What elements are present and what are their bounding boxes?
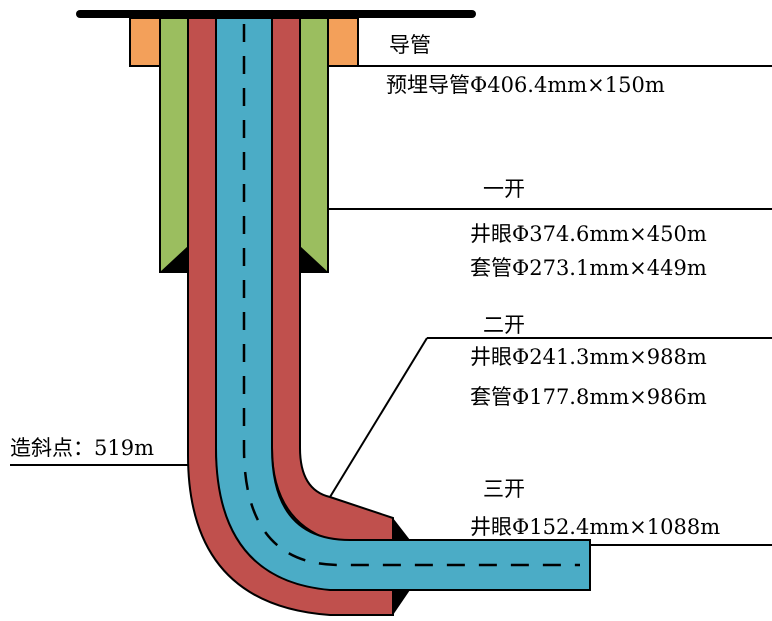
label-section1-hole: 井眼Φ374.6mm×450m — [470, 222, 707, 246]
label-section2-hole: 井眼Φ241.3mm×988m — [470, 345, 707, 369]
label-section3-title: 三开 — [483, 477, 525, 501]
surface-casing-right — [299, 17, 329, 273]
surface-casing-left — [159, 17, 189, 273]
production-hole — [215, 17, 591, 591]
conductor-collar-right — [327, 17, 359, 67]
well-centerline — [242, 24, 580, 567]
label-section3-hole: 井眼Φ152.4mm×1088m — [470, 515, 720, 539]
intermediate-casing-shoe-upper — [393, 518, 410, 540]
surface-casing-shoe-left — [160, 246, 188, 272]
leader-section2-diagonal — [329, 337, 428, 498]
surface-casing-shoe-right — [300, 246, 328, 272]
label-section1-casing: 套管Φ273.1mm×449m — [470, 256, 707, 280]
label-kickoff-point: 造斜点：519m — [10, 436, 154, 460]
intermediate-casing-shoe-lower — [393, 590, 410, 615]
conductor-collar-left — [129, 17, 161, 67]
intermediate-casing-inner — [271, 17, 394, 541]
label-conductor-title: 导管 — [389, 33, 431, 57]
label-section2-casing: 套管Φ177.8mm×986m — [470, 385, 707, 409]
label-section2-title: 二开 — [483, 313, 525, 337]
label-conductor-detail: 预埋导管Φ406.4mm×150m — [386, 73, 665, 97]
label-section1-title: 一开 — [483, 177, 525, 201]
